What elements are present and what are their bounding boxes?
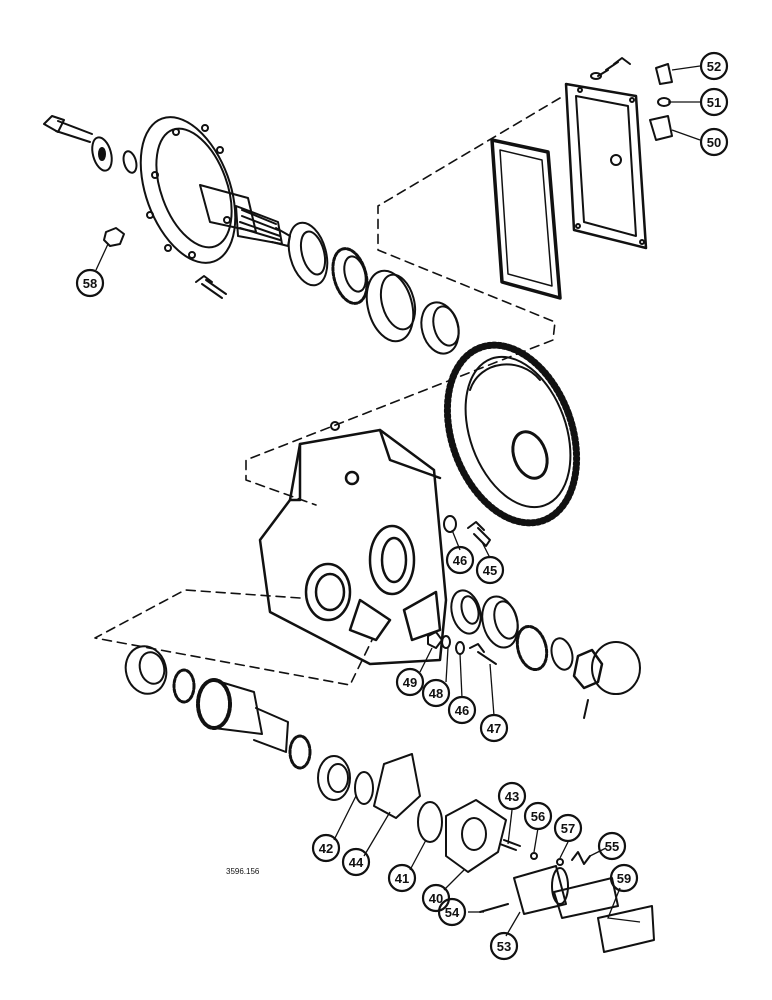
callout-53: 53 [489, 931, 519, 961]
svg-text:42: 42 [319, 841, 333, 856]
callout-55: 55 [597, 831, 627, 861]
set-screw [479, 903, 509, 913]
svg-text:54: 54 [445, 905, 460, 920]
lower-bearing-cup-2 [317, 755, 351, 801]
svg-text:49: 49 [403, 675, 417, 690]
callout-59: 59 [609, 863, 639, 893]
assembly-dashed-lines [94, 97, 561, 686]
washer [443, 515, 457, 533]
bolt-small [195, 275, 227, 299]
callout-56: 56 [523, 801, 553, 831]
gearbox-housing [258, 428, 448, 666]
callout-45: 45 [475, 555, 505, 585]
svg-text:59: 59 [617, 871, 631, 886]
cover-plate [564, 82, 648, 250]
lower-bearing-cup [124, 645, 168, 695]
lower-taper-bearing [172, 668, 196, 704]
plug [556, 858, 564, 866]
cap-screw [499, 839, 521, 851]
svg-text:55: 55 [605, 839, 619, 854]
bearing-cup-small [420, 301, 460, 355]
snap-ring [354, 771, 374, 805]
grease-fitting [530, 852, 538, 860]
callout-54: 54 [437, 897, 467, 927]
o-ring [417, 801, 443, 843]
pin [330, 421, 340, 431]
callout-57: 57 [553, 813, 583, 843]
reference-code: 3596.156 [226, 867, 260, 876]
callout-44: 44 [341, 847, 371, 877]
leader-lines [95, 65, 701, 937]
svg-text:45: 45 [483, 563, 497, 578]
cover-bolt [597, 57, 631, 77]
svg-text:53: 53 [497, 939, 511, 954]
callout-47: 47 [479, 713, 509, 743]
svg-text:41: 41 [395, 871, 409, 886]
callout-51: 51 [699, 87, 729, 117]
retainer-housing [445, 799, 507, 873]
svg-text:40: 40 [429, 891, 443, 906]
svg-text:57: 57 [561, 821, 575, 836]
callout-40: 40 [421, 883, 451, 913]
taper-bearing [331, 247, 369, 305]
svg-text:47: 47 [487, 721, 501, 736]
spring [571, 851, 591, 865]
svg-text:52: 52 [707, 59, 721, 74]
callout-43: 43 [497, 781, 527, 811]
svg-text:43: 43 [505, 789, 519, 804]
nut-washer-set [427, 631, 497, 665]
breather-fitting [649, 63, 673, 141]
svg-text:51: 51 [707, 95, 721, 110]
svg-text:58: 58 [83, 276, 97, 291]
callout-50: 50 [699, 127, 729, 157]
callout-48: 48 [421, 678, 451, 708]
large-spur-gear [443, 341, 581, 527]
svg-text:56: 56 [531, 809, 545, 824]
coupler-sleeve [513, 865, 569, 915]
svg-text:50: 50 [707, 135, 721, 150]
callout-46b: 46 [447, 695, 477, 725]
washer-large [91, 136, 113, 172]
callout-42: 42 [311, 833, 341, 863]
flange-hub [139, 116, 291, 264]
bearing-cup [365, 269, 417, 343]
bearing-row-center [450, 589, 641, 719]
nut [103, 227, 125, 247]
callout-58: 58 [75, 268, 105, 298]
svg-text:46: 46 [455, 703, 469, 718]
gasket [490, 138, 562, 300]
output-shaft [553, 877, 655, 953]
svg-text:44: 44 [349, 855, 364, 870]
callout-41: 41 [387, 863, 417, 893]
callout-52: 52 [699, 51, 729, 81]
gasket-flange [373, 753, 421, 819]
callout-46a: 46 [445, 545, 475, 575]
washer-small [122, 150, 138, 174]
svg-text:48: 48 [429, 686, 443, 701]
seal-ring [287, 221, 329, 287]
flange-bolt-top [43, 115, 93, 143]
bolt [467, 521, 491, 547]
callout-49: 49 [395, 667, 425, 697]
pinion-shaft [196, 678, 289, 753]
lower-taper-bearing-2 [288, 734, 312, 770]
svg-text:46: 46 [453, 553, 467, 568]
